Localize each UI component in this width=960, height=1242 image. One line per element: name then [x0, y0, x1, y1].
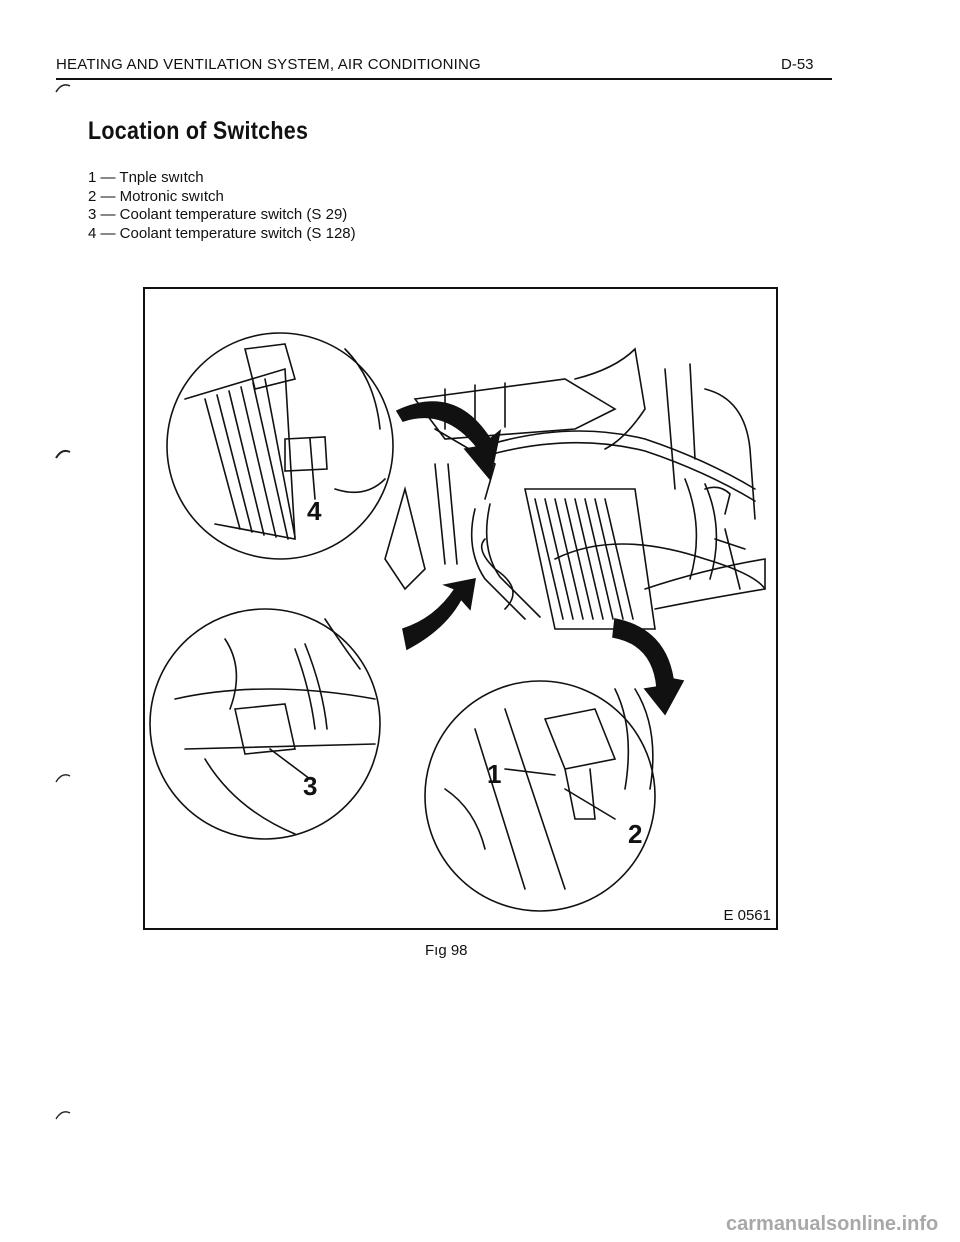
- margin-mark: [55, 449, 71, 459]
- callout-4: 4: [307, 496, 322, 526]
- watermark-logo: carmanualsonline.info: [726, 1213, 939, 1235]
- legend-item: 2 — Motronic swıtch: [88, 187, 224, 205]
- detail-circle-3: [149, 608, 381, 840]
- figure-frame: 4 3 1 2 E 0561: [143, 287, 778, 930]
- running-header-section: HEATING AND VENTILATION SYSTEM, AIR COND…: [56, 56, 481, 73]
- margin-mark: [55, 1111, 71, 1120]
- margin-mark: [55, 774, 71, 783]
- callout-3: 3: [303, 771, 318, 801]
- engine-bay-drawing: [384, 347, 766, 630]
- figure-code: E 0561: [723, 907, 771, 924]
- detail-circle-4: [166, 332, 394, 560]
- engine-bay-illustration: [149, 332, 766, 912]
- margin-mark: [55, 84, 71, 93]
- callout-2: 2: [628, 819, 643, 849]
- header-rule: [56, 78, 832, 80]
- callout-1: 1: [487, 759, 502, 789]
- figure-caption: Fıg 98: [425, 942, 468, 959]
- page-number: D-53: [781, 56, 814, 73]
- detail-circle-1-2: [424, 680, 656, 912]
- legend-item: 3 — Coolant temperature switch (S 29): [88, 206, 348, 223]
- legend-item: 4 — Coolant temperature switch (S 128): [88, 224, 356, 242]
- legend-item: 1 — Tnple swıtch: [88, 169, 204, 186]
- page-title: Location of Switches: [88, 117, 309, 145]
- switch-legend: 1 — Tnple swıtch 2 — Motronic swıtch 3 —…: [88, 169, 356, 243]
